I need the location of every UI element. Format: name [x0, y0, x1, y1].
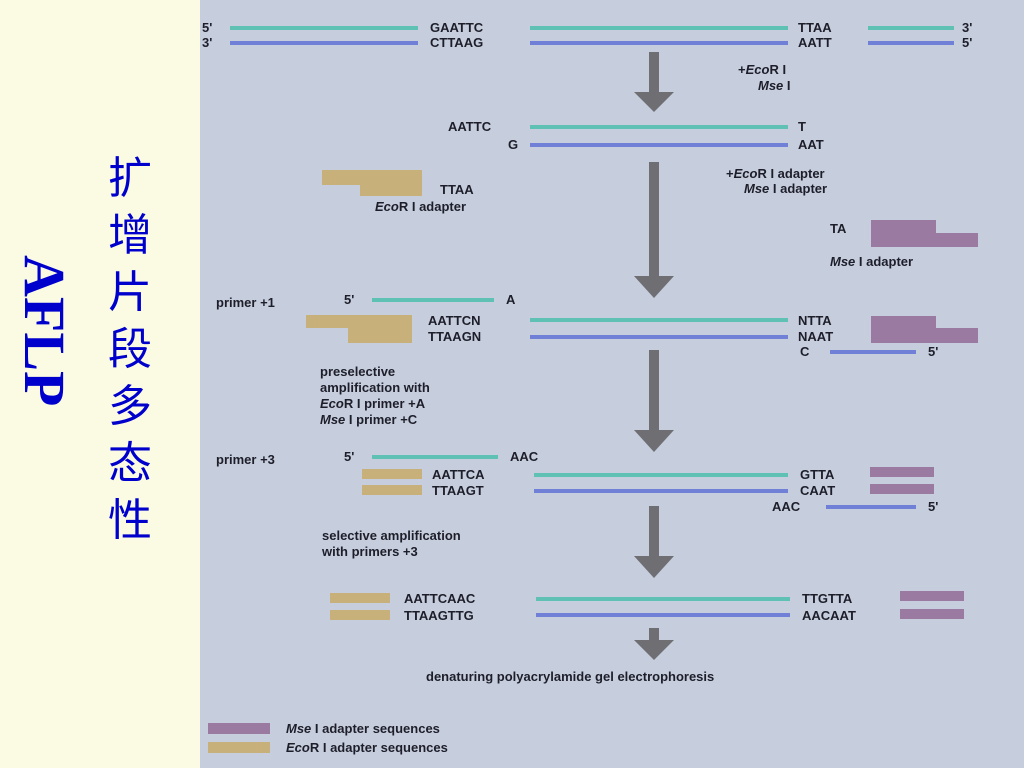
eco-enzyme-label: +EcoR I [738, 62, 786, 77]
selected-fragment: AATTCAAC TTGTTA TTAAGTTG AACAAT [330, 591, 964, 623]
seq-t: T [798, 119, 806, 134]
arrow-3 [634, 350, 674, 452]
seq-aattcaac: AATTCAAC [404, 591, 476, 606]
primer-plus1-5prime: 5' [344, 292, 354, 307]
legend-mse-swatch [208, 723, 270, 734]
bot-5prime: 5' [962, 35, 972, 50]
mse-adapter-shape [871, 220, 978, 247]
primer-plus3-5prime: 5' [344, 449, 354, 464]
seq-ntta: NTTA [798, 313, 832, 328]
mse-adapter-top-final [900, 591, 964, 601]
legend-eco-label: EcoR I adapter sequences [286, 740, 448, 755]
seq-gtta: GTTA [800, 467, 835, 482]
rev-primer-plus1-5prime: 5' [928, 344, 938, 359]
mse-adapter-ligated [871, 316, 978, 343]
legend-eco-swatch [208, 742, 270, 753]
mse-adapter-bot-plus3 [870, 484, 934, 494]
primer-plus3-end: AAC [510, 449, 539, 464]
top-3prime: 3' [962, 20, 972, 35]
fragment-plus3: primer +3 5' AAC AATTCA GTTA TTAAGT CAAT… [216, 449, 938, 514]
seq-ttaagt: TTAAGT [432, 483, 484, 498]
seq-ttaa: TTAA [798, 20, 832, 35]
mse-adapter-label: Mse I adapter [830, 254, 913, 269]
seq-ttgtta: TTGTTA [802, 591, 853, 606]
seq-ttaagttg: TTAAGTTG [404, 608, 474, 623]
genomic-dna: 5' GAATTC TTAA 3' 3' CTTAAG AATT 5' [202, 20, 972, 50]
top-5prime: 5' [202, 20, 212, 35]
arrow-5 [634, 628, 674, 660]
eco-adapter-label: EcoR I adapter [375, 199, 466, 214]
aflp-diagram: 5' GAATTC TTAA 3' 3' CTTAAG AATT 5' +Eco… [200, 0, 1024, 768]
digested-fragment: AATTC T G AAT [448, 119, 824, 152]
primer-plus3-label: primer +3 [216, 452, 275, 467]
aflp-diagram-svg: 5' GAATTC TTAA 3' 3' CTTAAG AATT 5' +Eco… [202, 20, 978, 755]
seq-aattca: AATTCA [432, 467, 485, 482]
mse-adapter-added-label: Mse I adapter [744, 181, 827, 196]
seq-aatt: AATT [798, 35, 832, 50]
seq-gaattc: GAATTC [430, 20, 484, 35]
eco-adapter-bot-final [330, 610, 390, 620]
selective-line2: with primers +3 [321, 544, 418, 559]
eco-adapter-overhang: TTAA [440, 182, 474, 197]
seq-aacaat: AACAAT [802, 608, 856, 623]
eco-adapter-bot-plus3 [362, 485, 422, 495]
eco-adapter-shape [322, 170, 422, 196]
legend-mse-label: Mse I adapter sequences [286, 721, 440, 736]
selective-line1: selective amplification [322, 528, 461, 543]
arrow-1 [634, 52, 674, 112]
seq-aattcn: AATTCN [428, 313, 480, 328]
mse-adapter-overhang: TA [830, 221, 847, 236]
eco-adapter-top-final [330, 593, 390, 603]
chinese-title: 扩增片段多态性 [108, 153, 152, 546]
primer-plus1-end: A [506, 292, 516, 307]
mse-adapter-top-plus3 [870, 467, 934, 477]
preselective-line3: EcoR I primer +A [320, 396, 426, 411]
seq-g: G [508, 137, 518, 152]
title-panel: 扩增片段多态性 AFLP [0, 0, 200, 768]
rev-primer-c: C [800, 344, 810, 359]
mse-adapter-bot-final [900, 609, 964, 619]
arrow-2 [634, 162, 674, 298]
preselective-line4: Mse I primer +C [320, 412, 418, 427]
rev-primer-aac: AAC [772, 499, 801, 514]
seq-cttaag: CTTAAG [430, 35, 483, 50]
mse-enzyme-label: Mse I [758, 78, 791, 93]
seq-ttaagn: TTAAGN [428, 329, 481, 344]
seq-aattc: AATTC [448, 119, 492, 134]
eco-adapter-added-label: +EcoR I adapter [726, 166, 825, 181]
aflp-title: AFLP [12, 255, 77, 407]
legend: Mse I adapter sequences EcoR I adapter s… [208, 721, 448, 755]
arrow-4 [634, 506, 674, 578]
preselective-line1: preselective [320, 364, 395, 379]
seq-aat: AAT [798, 137, 824, 152]
rev-primer-plus3-5prime: 5' [928, 499, 938, 514]
eco-adapter-top-plus3 [362, 469, 422, 479]
primer-plus1-label: primer +1 [216, 295, 275, 310]
bot-3prime: 3' [202, 35, 212, 50]
ligated-fragment-plus1: primer +1 5' A AATTCN NTTA TTAAGN NAAT C… [216, 292, 978, 359]
eco-adapter-ligated [306, 315, 412, 343]
seq-naat: NAAT [798, 329, 833, 344]
final-step-label: denaturing polyacrylamide gel electropho… [426, 669, 714, 684]
mse-adapter: TA Mse I adapter [830, 220, 978, 269]
seq-caat: CAAT [800, 483, 835, 498]
preselective-line2: amplification with [320, 380, 430, 395]
eco-adapter: TTAA EcoR I adapter [322, 170, 474, 214]
